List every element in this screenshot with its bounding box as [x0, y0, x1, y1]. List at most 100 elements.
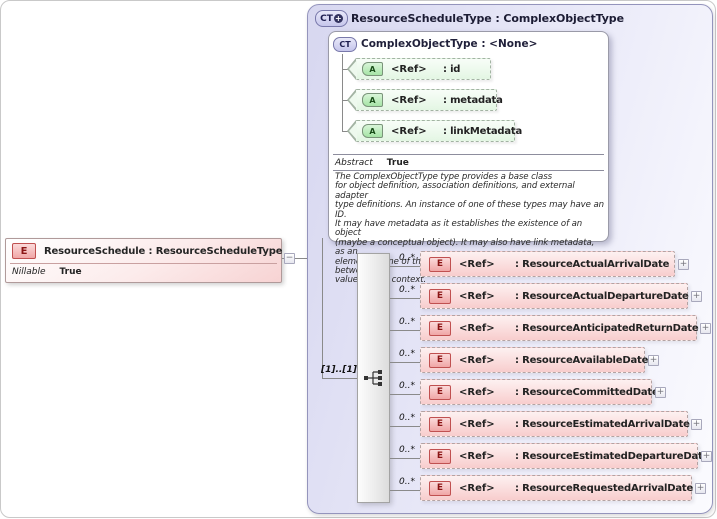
connector-line [342, 131, 348, 132]
connector-line [342, 54, 343, 131]
expand-icon[interactable]: + [695, 483, 706, 494]
attribute-icon: A [362, 93, 383, 107]
element-icon: E [429, 352, 451, 368]
element-name: : ResourceActualArrivalDate [515, 258, 670, 270]
element-resource-actual-departure-date[interactable]: E <Ref> : ResourceActualDepartureDate + [420, 283, 702, 309]
property-value: True [386, 158, 409, 168]
element-name: : ResourceActualDepartureDate [515, 290, 689, 302]
expand-icon[interactable]: + [655, 387, 666, 398]
root-element-title: ResourceSchedule : ResourceScheduleType [44, 245, 283, 257]
element-icon: E [429, 256, 451, 272]
element-icon: E [429, 416, 451, 432]
cardinality-label: 0..* [399, 285, 415, 295]
model-group-cardinality: [1]..[1] [321, 365, 357, 375]
divider [333, 154, 604, 155]
element-ref: <Ref> [459, 290, 495, 302]
attribute-id[interactable]: A <Ref> : id [355, 58, 491, 80]
property-value: True [59, 267, 82, 277]
expand-icon[interactable]: + [691, 419, 702, 430]
element-resource-requested-arrival-date[interactable]: E <Ref> : ResourceRequestedArrivalDate + [420, 475, 706, 501]
connector-line [390, 490, 420, 491]
connector-line [322, 238, 323, 379]
plus-icon: + [333, 13, 343, 23]
attribute-icon: A [362, 124, 383, 138]
type-panel-title: ResourceScheduleType : ComplexObjectType [351, 12, 624, 25]
sequence-bar[interactable] [357, 253, 390, 503]
connector-line [390, 266, 420, 267]
cardinality-label: 0..* [399, 253, 415, 263]
element-name: : ResourceRequestedArrivalDate [515, 482, 694, 494]
connector-line [342, 69, 348, 70]
element-resource-actual-arrival-date[interactable]: E <Ref> : ResourceActualArrivalDate + [420, 251, 689, 277]
element-ref: <Ref> [459, 354, 495, 366]
attribute-name: : linkMetadata [443, 125, 523, 137]
element-name: : ResourceEstimatedArrivalDate [515, 418, 690, 430]
element-ref: <Ref> [459, 322, 495, 334]
connector-line [390, 394, 420, 395]
expand-icon[interactable]: + [648, 355, 659, 366]
complex-type-plus-icon: CT+ [315, 10, 348, 27]
base-type-box[interactable]: CT ComplexObjectType : <None> A <Ref> : … [328, 31, 609, 285]
ct-badge-label: CT [320, 13, 333, 24]
element-icon: E [429, 288, 451, 304]
element-ref: <Ref> [459, 258, 495, 270]
element-resource-estimated-departure-date[interactable]: E <Ref> : ResourceEstimatedDepartureDate… [420, 443, 712, 469]
element-ref: <Ref> [459, 450, 495, 462]
element-name: : ResourceEstimatedDepartureDate [515, 450, 710, 462]
connector-line [390, 330, 420, 331]
attribute-ref: <Ref> [391, 63, 427, 75]
attribute-metadata[interactable]: A <Ref> : metadata [355, 89, 503, 111]
root-element-node[interactable]: E ResourceSchedule : ResourceScheduleTyp… [5, 238, 283, 283]
element-name: : ResourceAvailableDate [515, 354, 649, 366]
connector-line [282, 258, 308, 259]
cardinality-label: 0..* [399, 349, 415, 359]
element-resource-estimated-arrival-date[interactable]: E <Ref> : ResourceEstimatedArrivalDate + [420, 411, 702, 437]
element-name: : ResourceCommittedDate [515, 386, 659, 398]
attribute-ref: <Ref> [391, 125, 427, 137]
attribute-name: : id [443, 63, 461, 75]
element-icon: E [12, 243, 36, 259]
element-icon: E [429, 384, 451, 400]
element-resource-committed-date[interactable]: E <Ref> : ResourceCommittedDate + [420, 379, 666, 405]
model-group-icon [363, 370, 382, 386]
element-ref: <Ref> [459, 482, 495, 494]
element-icon: E [429, 448, 451, 464]
attribute-icon: A [362, 62, 383, 76]
element-ref: <Ref> [459, 386, 495, 398]
nillable-property: Nillable True [12, 267, 82, 277]
cardinality-label: 0..* [399, 317, 415, 327]
abstract-property: Abstract True [335, 158, 409, 168]
divider [333, 170, 604, 171]
connector-line [390, 298, 420, 299]
connector-line [390, 362, 420, 363]
cardinality-label: 0..* [399, 413, 415, 423]
element-ref: <Ref> [459, 418, 495, 430]
element-name: : ResourceAnticipatedReturnDate [515, 322, 699, 334]
element-icon: E [429, 480, 451, 496]
connector-line [342, 100, 348, 101]
expand-icon[interactable]: + [691, 291, 702, 302]
base-type-title: ComplexObjectType : <None> [361, 38, 538, 50]
connector-line [390, 426, 420, 427]
element-icon: E [429, 320, 451, 336]
attribute-link-metadata[interactable]: A <Ref> : linkMetadata [355, 120, 522, 142]
complex-type-icon: CT [333, 37, 357, 52]
divider [10, 263, 277, 264]
connector-line [390, 458, 420, 459]
cardinality-label: 0..* [399, 477, 415, 487]
expand-icon[interactable]: + [701, 451, 712, 462]
element-resource-available-date[interactable]: E <Ref> : ResourceAvailableDate + [420, 347, 659, 373]
connector-line [322, 378, 358, 379]
cardinality-label: 0..* [399, 445, 415, 455]
element-resource-anticipated-return-date[interactable]: E <Ref> : ResourceAnticipatedReturnDate … [420, 315, 711, 341]
attribute-ref: <Ref> [391, 94, 427, 106]
expand-icon[interactable]: + [700, 323, 711, 334]
cardinality-label: 0..* [399, 381, 415, 391]
expand-icon[interactable]: + [678, 259, 689, 270]
attribute-name: : metadata [443, 94, 503, 106]
root-element-header: E ResourceSchedule : ResourceScheduleTyp… [12, 243, 283, 259]
property-label: Nillable [12, 267, 46, 277]
collapse-icon[interactable]: − [284, 253, 295, 264]
